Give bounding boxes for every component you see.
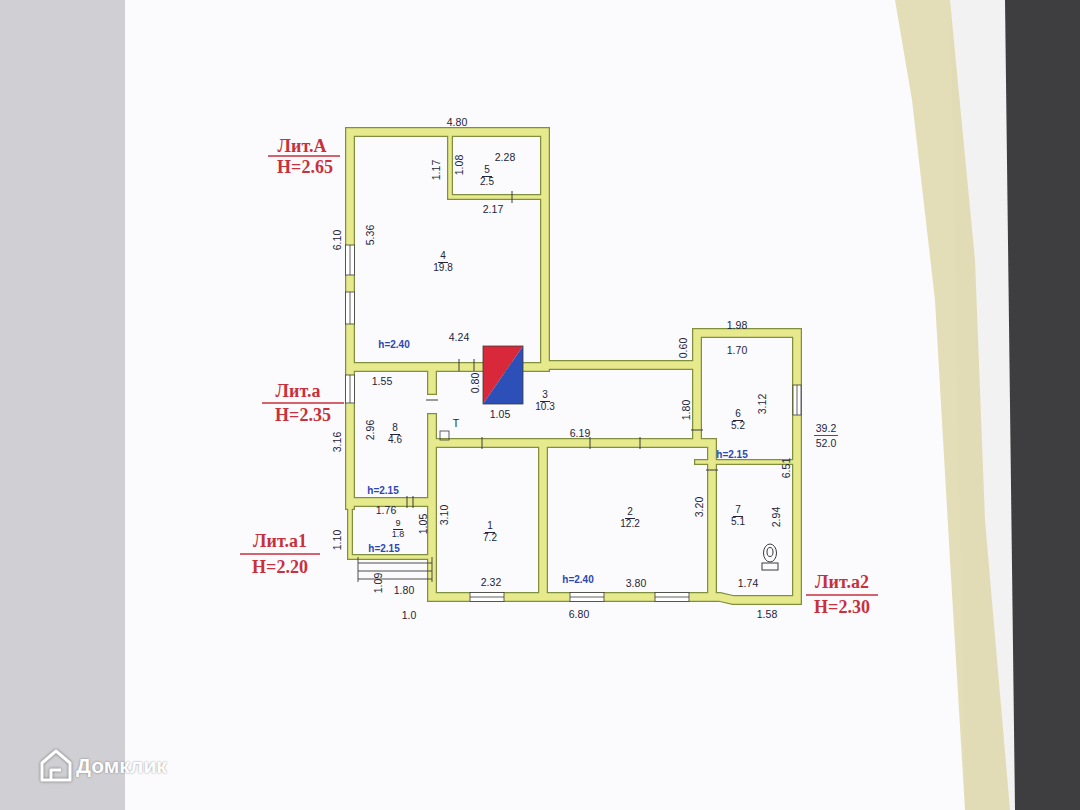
dimension: 2.28 [495, 152, 515, 163]
room-area: 10.3 [535, 402, 554, 413]
dimension: 1.05 [490, 409, 510, 420]
litera-label: H=2.20 [252, 558, 308, 576]
litera-label: H=2.35 [275, 406, 331, 424]
room-number: 5 [482, 165, 492, 177]
dimension: 1.98 [727, 320, 747, 331]
dimension: 1.76 [376, 505, 396, 516]
room-area: 2.5 [480, 177, 494, 188]
room-number: 4 [438, 251, 448, 263]
height-mark: h=2.40 [562, 575, 593, 585]
dimension: 5.36 [365, 225, 376, 245]
dimension: 6.51 [781, 458, 792, 478]
room-label: 17.2 [480, 520, 500, 544]
doors [407, 191, 718, 508]
room-label: 419.8 [430, 250, 455, 274]
watermark-icon [42, 751, 70, 780]
litera-label: H=2.30 [814, 598, 870, 616]
walls-fill [350, 132, 797, 600]
height-mark: h=2.15 [716, 450, 747, 460]
windows [346, 245, 802, 602]
dimension: 1.08 [454, 155, 465, 175]
dimension: 1.09 [373, 573, 384, 593]
height-mark: h=2.15 [368, 544, 399, 554]
dimension: 1.0 [402, 610, 417, 621]
room-area: 19.8 [433, 263, 452, 274]
dimension: 3.16 [332, 432, 343, 452]
dimension: 6.80 [569, 609, 589, 620]
dimension: 1.55 [372, 376, 392, 387]
dimension: 52.0 [816, 438, 836, 449]
room-label: 75.1 [728, 504, 748, 528]
room-label: 65.2 [728, 408, 748, 432]
toilet-symbol [762, 544, 778, 570]
litera-label: Лит.а [276, 382, 321, 400]
dimension: 1.70 [727, 345, 747, 356]
dimension: 2.32 [481, 577, 501, 588]
litera-label: Лит.а2 [815, 573, 869, 591]
height-mark: h=2.40 [378, 340, 409, 350]
dimension: 6.10 [332, 230, 343, 250]
litera-label: Лит.а1 [253, 532, 307, 550]
dimension: 0.80 [470, 373, 481, 393]
room-label: 91.8 [389, 518, 408, 540]
dimension: 1.80 [394, 585, 414, 596]
room-number: 7 [733, 505, 743, 517]
area-fraction-line [814, 435, 838, 436]
watermark: Домклик [76, 755, 167, 776]
stairs [358, 557, 432, 582]
room-number: 1 [485, 521, 495, 533]
room-number: 2 [625, 507, 635, 519]
height-mark: h=2.15 [367, 486, 398, 496]
paper-shadow [0, 0, 125, 810]
room-label: 212.2 [617, 506, 642, 530]
room-area: 7.2 [483, 533, 497, 544]
room-label: 84.6 [385, 422, 405, 446]
boiler-mark [440, 431, 449, 440]
litera-lines [240, 156, 878, 595]
dimension: 3.10 [439, 505, 450, 525]
room-area: 1.8 [392, 530, 405, 539]
room-label: 310.3 [532, 389, 557, 413]
dimension: 1.10 [332, 530, 343, 550]
tape [895, 0, 1010, 810]
dimension: 0.60 [678, 338, 689, 358]
dimension: 1.58 [757, 609, 777, 620]
room-label: 52.5 [477, 164, 497, 188]
dimension: 6.19 [570, 428, 590, 439]
dimension: Т [453, 418, 459, 429]
room-number: 9 [393, 519, 402, 529]
dimension: 1.17 [431, 160, 442, 180]
litera-label: H=2.65 [277, 158, 333, 176]
dimension: 1.74 [738, 578, 758, 589]
room-number: 8 [390, 423, 400, 435]
room-area: 5.2 [731, 421, 745, 432]
room-number: 6 [733, 409, 743, 421]
dimension: 39.2 [816, 423, 836, 434]
walls-outline [350, 132, 797, 600]
dimension: 1.05 [418, 514, 429, 534]
dimension: 2.94 [771, 507, 782, 527]
room-area: 12.2 [620, 519, 639, 530]
litera-label: Лит.А [278, 137, 327, 155]
dimension: 1.80 [681, 400, 692, 420]
stove-symbol [483, 346, 523, 404]
dimension: 3.12 [757, 394, 768, 414]
dimension: 3.20 [694, 497, 705, 517]
room-number: 3 [540, 390, 550, 402]
dimension: 2.96 [365, 420, 376, 440]
room-area: 5.1 [731, 517, 745, 528]
dimension: 3.80 [626, 578, 646, 589]
dimension: 4.24 [449, 332, 469, 343]
dimension: 2.17 [483, 204, 503, 215]
paper-sheet [118, 0, 975, 810]
dimension: 4.80 [447, 117, 467, 128]
room-area: 4.6 [388, 435, 402, 446]
